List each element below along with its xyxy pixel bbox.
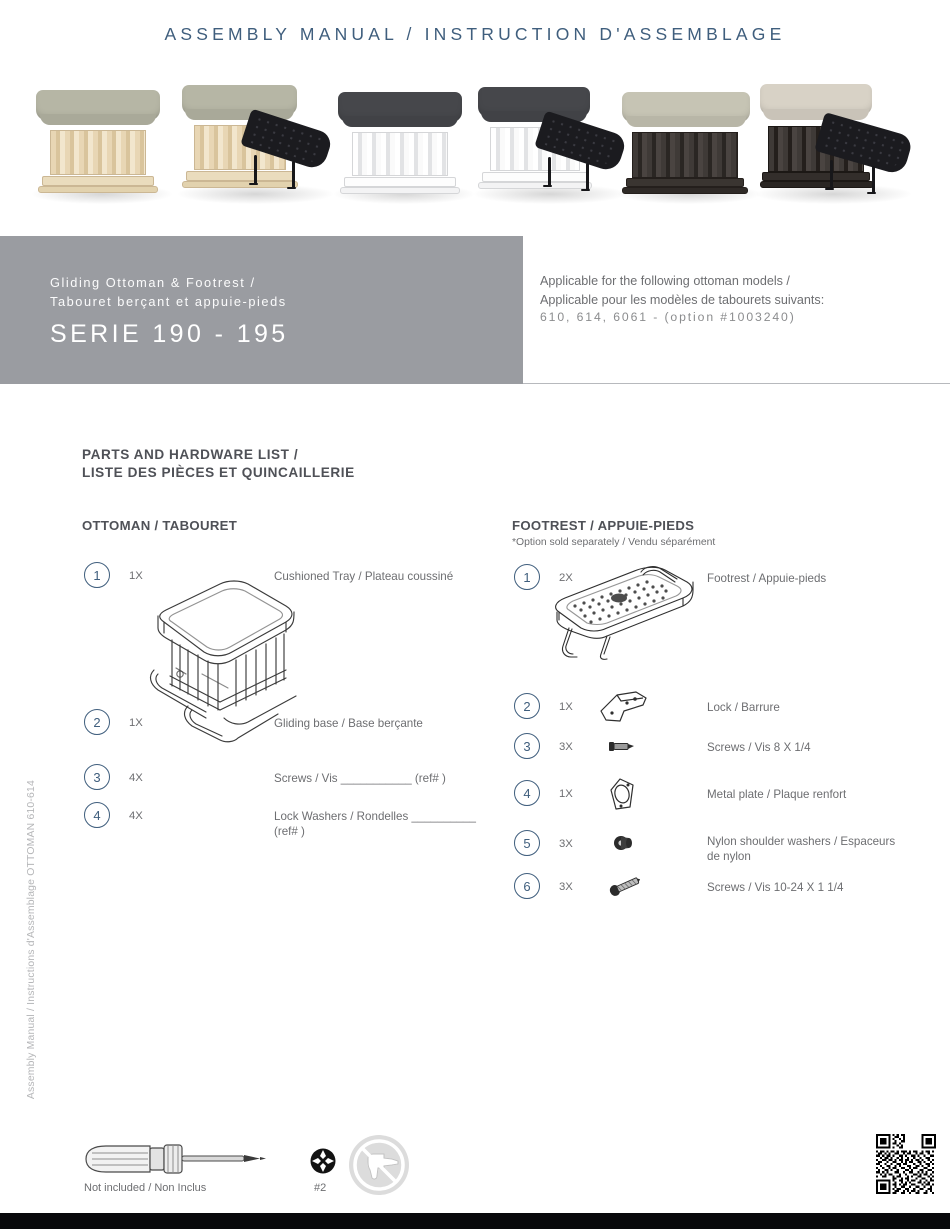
footrest-item-2-number: 2 <box>514 693 540 719</box>
ottoman-item-3-qty: 4X <box>129 772 143 784</box>
nylon-washer-icon <box>612 832 638 854</box>
parts-heading-en: PARTS AND HARDWARE LIST / <box>82 447 299 462</box>
long-screw-icon <box>608 873 642 899</box>
phillips-bit-icon <box>308 1146 338 1176</box>
applicable-line-en: Applicable for the following ottoman mod… <box>540 274 790 288</box>
title-banner: Gliding Ottoman & Footrest / Tabouret be… <box>0 236 523 384</box>
footrest-column: FOOTREST / APPUIE-PIEDS *Option sold sep… <box>512 518 932 548</box>
footrest-column-note: *Option sold separately / Vendu séparéme… <box>512 537 716 548</box>
parts-hardware-heading: PARTS AND HARDWARE LIST / LISTE DES PIÈC… <box>82 446 355 482</box>
footrest-item-2-desc: Lock / Barrure <box>707 701 780 714</box>
footrest-item-6-qty: 3X <box>559 881 573 893</box>
footrest-item-1-number: 1 <box>514 564 540 590</box>
ottoman-item-2-qty: 1X <box>129 717 143 729</box>
ottoman-item-1-qty: 1X <box>129 570 143 582</box>
ottoman-column-title: OTTOMAN / TABOURET <box>82 518 238 533</box>
no-power-drill-icon <box>348 1134 410 1196</box>
ottoman-item-4-number: 4 <box>84 802 110 828</box>
ottoman-row-2: 2 1X Gliding base / Base berçante <box>82 709 482 741</box>
footrest-item-5-qty: 3X <box>559 838 573 850</box>
footrest-item-3-desc: Screws / Vis 8 X 1/4 <box>707 741 811 754</box>
footrest-row-1: 1 2X Footrest / Appuie-pieds <box>512 564 942 596</box>
product-photo-white-with-footrest <box>474 85 628 204</box>
footrest-item-3-qty: 3X <box>559 741 573 753</box>
footrest-item-4-desc: Metal plate / Plaque renfort <box>707 788 847 801</box>
ottoman-item-1-desc: Cushioned Tray / Plateau coussiné <box>274 570 454 583</box>
ottoman-item-4-qty: 4X <box>129 810 143 822</box>
screwdriver-icon <box>84 1142 274 1176</box>
side-caption: Assembly Manual / Instructions d'Assembl… <box>26 780 37 1100</box>
bit-size-label: #2 <box>314 1182 327 1194</box>
bottom-black-bar <box>0 1213 950 1229</box>
footrest-item-4-qty: 1X <box>559 788 573 800</box>
ottoman-item-2-desc: Gliding base / Base berçante <box>274 717 423 730</box>
metal-plate-icon <box>608 776 642 812</box>
product-photo-espresso-with-footrest <box>756 82 914 204</box>
footer-tools <box>0 1130 950 1210</box>
parts-heading-fr: LISTE DES PIÈCES ET QUINCAILLERIE <box>82 465 355 480</box>
footrest-item-5-number: 5 <box>514 830 540 856</box>
footrest-row-4: 4 1X Metal plate / Plaque renfort <box>512 778 942 814</box>
banner-serie: SERIE 190 - 195 <box>50 320 289 348</box>
page-title: ASSEMBLY MANUAL / INSTRUCTION D'ASSEMBLA… <box>164 24 786 44</box>
footrest-item-1-desc: Footrest / Appuie-pieds <box>707 572 827 585</box>
ottoman-item-4-desc: Lock Washers / Rondelles __________ (ref… <box>274 810 476 838</box>
banner-subtitle-fr: Tabouret berçant et appuie-pieds <box>50 294 287 309</box>
applicable-model-numbers: 610, 614, 6061 - (option #1003240) <box>540 310 796 324</box>
document-header: ASSEMBLY MANUAL / INSTRUCTION D'ASSEMBLA… <box>0 0 950 45</box>
screwdriver-caption: Not included / Non Inclus <box>84 1182 207 1194</box>
footrest-line-drawing <box>545 562 705 660</box>
short-screw-icon <box>608 739 640 753</box>
footrest-item-4-number: 4 <box>514 780 540 806</box>
ottoman-item-1-number: 1 <box>84 562 110 588</box>
ottoman-item-2-number: 2 <box>84 709 110 735</box>
ottoman-item-3-number: 3 <box>84 764 110 790</box>
product-photo-strip <box>0 71 950 206</box>
product-photo-espresso <box>618 90 760 204</box>
footrest-item-3-number: 3 <box>514 733 540 759</box>
footrest-row-6: 6 3X Screws / Vis 10-24 X 1 1/4 <box>512 873 942 907</box>
ottoman-row-3: 3 4X Screws / Vis ___________ (ref# ) <box>82 764 482 796</box>
banner-divider <box>523 383 950 384</box>
title-banner-section: Gliding Ottoman & Footrest / Tabouret be… <box>0 236 950 386</box>
footrest-item-1-qty: 2X <box>559 572 573 584</box>
banner-subtitle: Gliding Ottoman & Footrest / Tabouret be… <box>50 273 287 311</box>
ottoman-column: OTTOMAN / TABOURET <box>82 518 482 533</box>
ottoman-line-drawing <box>128 578 328 743</box>
footrest-column-title: FOOTREST / APPUIE-PIEDS <box>512 518 695 533</box>
product-photo-white <box>334 90 474 204</box>
footrest-row-3: 3 3X Screws / Vis 8 X 1/4 <box>512 733 942 765</box>
product-photo-natural <box>32 90 172 204</box>
footrest-row-2: 2 1X Lock / Barrure <box>512 691 942 725</box>
product-photo-natural-with-footrest <box>178 85 334 204</box>
ottoman-row-4: 4 4X Lock Washers / Rondelles __________… <box>82 802 482 840</box>
footrest-item-2-qty: 1X <box>559 701 573 713</box>
lock-plate-icon <box>594 689 650 727</box>
footrest-item-5-desc: Nylon shoulder washers / Espaceurs de ny… <box>707 835 896 863</box>
ottoman-row-1: 1 1X Cushioned Tray / Plateau coussiné <box>82 562 482 594</box>
qr-code[interactable] <box>876 1134 936 1194</box>
footrest-item-6-number: 6 <box>514 873 540 899</box>
footrest-row-5: 5 3X Nylon shoulder washers / Espaceurs … <box>512 830 942 866</box>
ottoman-item-3-desc: Screws / Vis ___________ (ref# ) <box>274 772 446 785</box>
footrest-item-6-desc: Screws / Vis 10-24 X 1 1/4 <box>707 881 844 894</box>
applicable-line-fr: Applicable pour les modèles de tabourets… <box>540 292 825 307</box>
banner-subtitle-en: Gliding Ottoman & Footrest / <box>50 275 256 290</box>
applicable-models: Applicable for the following ottoman mod… <box>540 272 940 324</box>
